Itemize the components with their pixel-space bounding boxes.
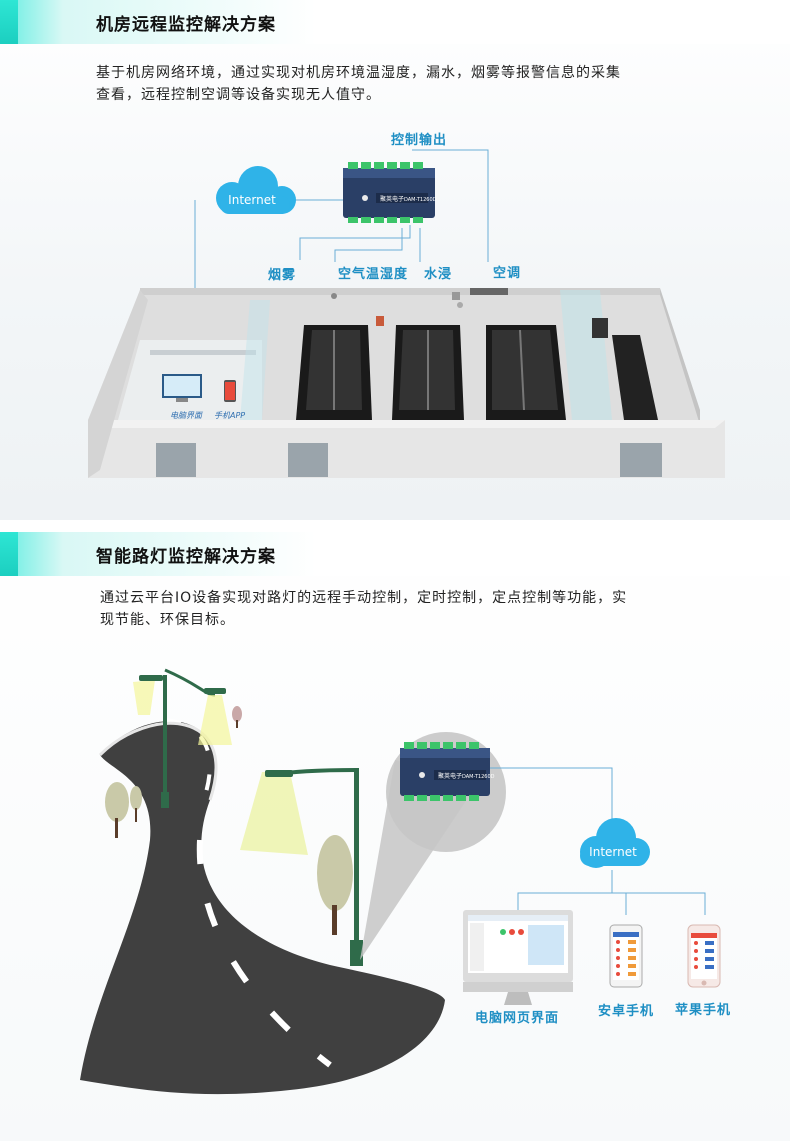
device-model: DAM-T1260D [404,197,437,203]
temp-humidity-label: 空气温湿度 [338,267,409,282]
io-controller-device: 聚英电子 DAM-T1260D [400,742,495,801]
iphone-icon [687,924,721,988]
description-line-2: 现节能、环保目标。 [100,612,235,628]
device-brand: 聚英电子 [438,772,462,780]
android-phone-icon [609,924,643,988]
section-description: 基于机房网络环境，通过实现对机房环境温湿度，漏水，烟雾等报警信息的采集 查看，远… [96,62,716,106]
control-output-label: 控制输出 [391,133,448,148]
section-title: 机房远程监控解决方案 [96,15,276,35]
water-leak-label: 水浸 [424,267,453,282]
io-controller-device: 聚英电子 DAM-T1260D [343,162,437,223]
internet-cloud-icon: Internet [216,166,296,214]
title-accent [0,532,18,576]
internet-label: Internet [228,193,276,207]
street-light-icon [133,668,363,966]
server-room-section: 机房远程监控解决方案 基于机房网络环境，通过实现对机房环境温湿度，漏水，烟雾等报… [0,0,790,520]
iphone-label: 苹果手机 [675,1003,732,1018]
device-model: DAM-T1260D [462,774,495,780]
internet-label: Internet [589,845,637,859]
section-description: 通过云平台IO设备实现对路灯的远程手动控制，定时控制，定点控制等功能，实 现节能… [100,587,720,631]
curved-road [80,718,445,1095]
desktop-monitor-icon [463,910,573,1005]
android-label: 安卓手机 [598,1004,655,1019]
section-title-bar: 智能路灯监控解决方案 [0,532,790,576]
street-light-section: 智能路灯监控解决方案 通过云平台IO设备实现对路灯的远程手动控制，定时控制，定点… [0,520,790,1141]
connection-lines [490,767,706,915]
description-line-2: 查看，远程控制空调等设备实现无人值守。 [96,87,381,103]
connection-lines [194,149,489,350]
description-line-1: 基于机房网络环境，通过实现对机房环境温湿度，漏水，烟雾等报警信息的采集 [96,65,621,81]
description-line-1: 通过云平台IO设备实现对路灯的远程手动控制，定时控制，定点控制等功能，实 [100,590,628,606]
pc-interface-label: 电脑界面 [170,411,202,420]
title-accent [0,0,18,44]
section-title: 智能路灯监控解决方案 [96,547,276,567]
internet-cloud-icon: Internet [580,818,650,868]
air-conditioner-label: 空调 [493,266,522,281]
server-room-building [88,288,725,478]
tree-icon [105,706,353,935]
device-brand: 聚英电子 [380,195,404,203]
smoke-label: 烟雾 [268,268,297,283]
pc-web-label: 电脑网页界面 [475,1011,560,1026]
section-title-bar: 机房远程监控解决方案 [0,0,790,44]
server-room-diagram: 聚英电子 DAM-T1260D Internet [88,149,725,478]
street-light-diagram: 聚英电子 DAM-T1260D Internet [80,668,721,1095]
mobile-app-label: 手机APP [214,411,246,420]
